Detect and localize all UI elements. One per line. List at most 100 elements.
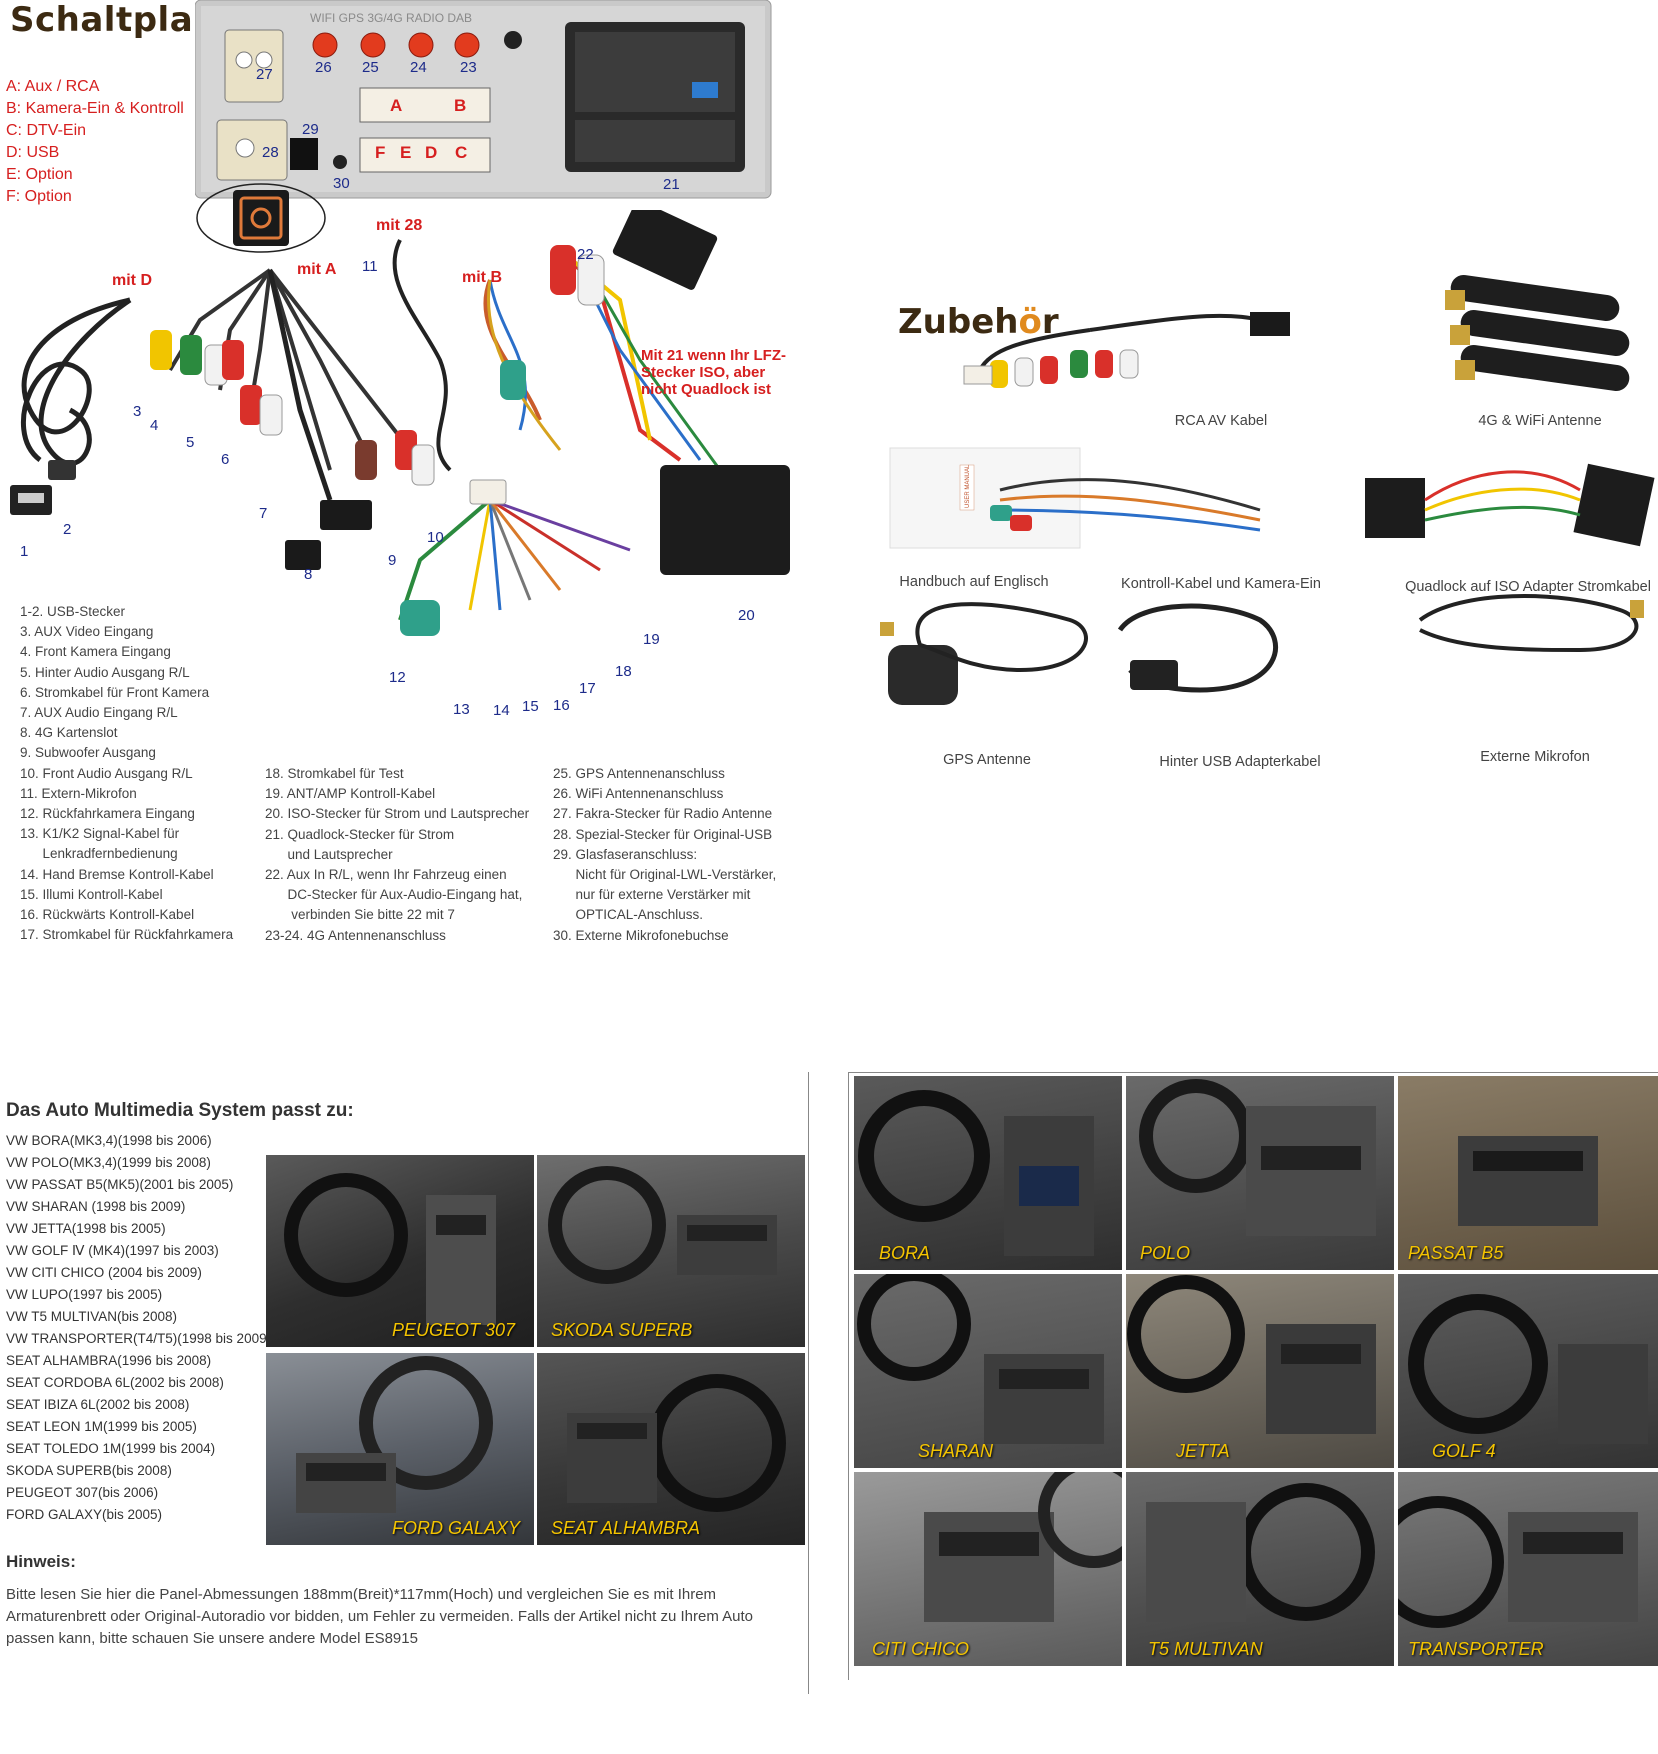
car-photo: PEUGEOT 307: [266, 1155, 534, 1347]
compat-list: VW BORA(MK3,4)(1998 bis 2006) VW POLO(MK3…: [6, 1130, 271, 1526]
part-number: 28: [262, 144, 279, 161]
part-number: 17: [579, 680, 596, 697]
car-label: FORD GALAXY: [392, 1518, 521, 1538]
part-number: 1: [20, 543, 29, 560]
legend-item: F: Option: [6, 188, 72, 205]
list-item: SKODA SUPERB(bis 2008): [6, 1463, 172, 1478]
part-number: 21: [663, 176, 680, 193]
car-photo: SEAT ALHAMBRA: [537, 1353, 805, 1545]
part-number: 25: [362, 59, 379, 76]
part-number: 13: [453, 701, 470, 718]
list-item: VW JETTA(1998 bis 2005): [6, 1221, 166, 1236]
wiring-harness-illustration: [10, 210, 790, 636]
car-label: BORA: [879, 1243, 931, 1263]
car-photo: PASSAT B5: [1398, 1076, 1658, 1270]
legend-item: E: Option: [6, 166, 73, 183]
fiber-optic-zoom: [196, 183, 326, 253]
part-number: 26: [315, 59, 332, 76]
list-item: VW SHARAN (1998 bis 2009): [6, 1199, 186, 1214]
car-photo: SHARAN: [854, 1274, 1122, 1468]
car-label: PASSAT B5: [1408, 1243, 1504, 1263]
car-photo: SKODA SUPERB: [537, 1155, 805, 1347]
manual-spine-text: USER MANUAL: [965, 464, 971, 508]
list-item: VW BORA(MK3,4)(1998 bis 2006): [6, 1133, 212, 1148]
car-label: JETTA: [1176, 1441, 1230, 1461]
part-number: 12: [389, 669, 406, 686]
part-number: 14: [493, 702, 510, 719]
list-item: VW TRANSPORTER(T4/T5)(1998 bis 2009): [6, 1331, 272, 1346]
list-item: VW GOLF Ⅳ (MK4)(1997 bis 2003): [6, 1243, 219, 1258]
list-item: SEAT LEON 1M(1999 bis 2005): [6, 1419, 197, 1434]
zubehoer-title: Zubehör: [898, 302, 1059, 342]
label-mit-a: mit A: [297, 261, 337, 278]
accessories-illustration: USER MANUAL: [880, 274, 1655, 705]
car-label: POLO: [1140, 1243, 1191, 1263]
list-item: SEAT ALHAMBRA(1996 bis 2008): [6, 1353, 212, 1368]
car-label: TRANSPORTER: [1408, 1639, 1544, 1659]
car-label: PEUGEOT 307: [392, 1320, 516, 1340]
part-number: 8: [304, 566, 313, 583]
compat-title: Das Auto Multimedia System passt zu:: [6, 1100, 354, 1121]
car-photo: FORD GALAXY: [266, 1353, 534, 1545]
accessory-label: Kontroll-Kabel und Kamera-Ein: [1121, 576, 1321, 592]
part-number: 2: [63, 521, 72, 538]
list-item: VW LUPO(1997 bis 2005): [6, 1287, 163, 1302]
part-number: 18: [615, 663, 632, 680]
list-item: SEAT CORDOBA 6L(2002 bis 2008): [6, 1375, 224, 1390]
part-number: 15: [522, 698, 539, 715]
label-mit-d: mit D: [112, 272, 152, 289]
part-number: 29: [302, 121, 319, 138]
port-letter-d: D: [425, 143, 438, 162]
list-item: VW T5 MULTIVAN(bis 2008): [6, 1309, 178, 1324]
car-photo: TRANSPORTER: [1398, 1472, 1658, 1666]
legend-item: C: DTV-Ein: [6, 122, 87, 139]
port-letter-c: C: [455, 143, 468, 162]
car-label: CITI CHICO: [872, 1639, 969, 1659]
hint-text: Bitte lesen Sie hier die Panel-Abmessung…: [6, 1586, 754, 1647]
part-number: 16: [553, 697, 570, 714]
part-number: 24: [410, 59, 427, 76]
part-number: 23: [460, 59, 477, 76]
part-number: 30: [333, 175, 350, 192]
part-number: 6: [221, 451, 230, 468]
port-letter-f: F: [375, 143, 386, 162]
car-photo: GOLF 4: [1398, 1274, 1658, 1468]
port-letter-b: B: [454, 96, 467, 115]
part-number: 3: [133, 403, 142, 420]
schaltplan-title: Schaltplan: [10, 0, 218, 40]
panel-text: WIFI GPS 3G/4G RADIO DAB: [310, 11, 472, 25]
part-number: 9: [388, 552, 397, 569]
legend-item: B: Kamera-Ein & Kontroll: [6, 100, 184, 117]
part-number: 19: [643, 631, 660, 648]
legend-item: D: USB: [6, 144, 60, 161]
port-letter-e: E: [400, 143, 412, 162]
accessory-label: Hinter USB Adapterkabel: [1159, 754, 1321, 770]
car-photo: T5 MULTIVAN: [1126, 1472, 1394, 1666]
list-item: VW PASSAT B5(MK5)(2001 bis 2005): [6, 1177, 234, 1192]
accessory-label: RCA AV Kabel: [1174, 413, 1268, 429]
list-item: VW POLO(MK3,4)(1999 bis 2008): [6, 1155, 211, 1170]
accessory-label: Quadlock auf ISO Adapter Stromkabel: [1405, 579, 1651, 595]
list-item: PEUGEOT 307(bis 2006): [6, 1485, 159, 1500]
accessory-label: Handbuch auf Englisch: [899, 574, 1049, 590]
divider: [848, 1072, 1658, 1073]
part-number: 11: [362, 258, 378, 275]
part-number: 22: [577, 246, 594, 263]
label-lfz-note: Mit 21 wenn Ihr LFZ- Stecker ISO, aber n…: [641, 347, 786, 398]
car-label: T5 MULTIVAN: [1148, 1639, 1263, 1659]
divider: [848, 1072, 849, 1680]
part-number: 20: [738, 607, 755, 624]
connector-legend: A: Aux / RCA B: Kamera-Ein & Kontroll C:…: [6, 76, 184, 208]
label-mit-b: mit B: [462, 269, 502, 286]
car-label: SHARAN: [918, 1441, 994, 1461]
accessory-label: 4G & WiFi Antenne: [1478, 413, 1602, 429]
accessory-label: Externe Mikrofon: [1480, 749, 1590, 765]
accessory-label: GPS Antenne: [943, 752, 1031, 768]
car-photo: BORA: [854, 1076, 1122, 1270]
label-mit-28: mit 28: [376, 217, 423, 234]
list-item: FORD GALAXY(bis 2005): [6, 1507, 163, 1522]
part-number: 4: [150, 417, 159, 434]
part-number: 10: [427, 529, 444, 546]
